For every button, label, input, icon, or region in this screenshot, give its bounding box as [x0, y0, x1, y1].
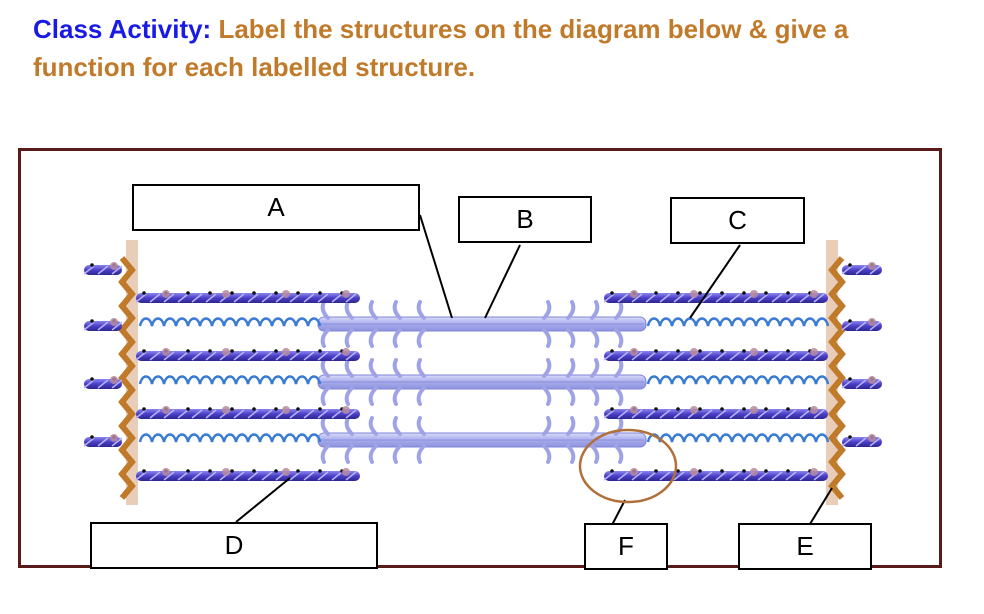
diagram-frame	[18, 148, 942, 568]
titin-spring	[646, 317, 830, 327]
leader-lines	[235, 214, 833, 526]
titin-spring	[138, 317, 322, 327]
label-b-text: B	[516, 204, 534, 234]
titin-springs	[138, 317, 830, 443]
label-a-text: A	[267, 192, 285, 222]
actin-strand	[83, 376, 123, 389]
label-box-d[interactable]: D	[90, 522, 378, 569]
actin-strand	[841, 318, 882, 331]
thick-filaments	[317, 300, 647, 464]
label-c-text: C	[728, 205, 747, 235]
actin-strand	[135, 290, 360, 303]
label-d-text: D	[224, 530, 244, 560]
thick-filament	[317, 416, 647, 464]
actin-strand	[135, 406, 360, 419]
label-f-text: F	[618, 531, 634, 561]
actin-strand	[603, 348, 828, 361]
actin-strand	[603, 406, 828, 419]
thin-filaments	[135, 290, 828, 481]
actin-strand	[83, 318, 123, 331]
actin-strand	[603, 290, 828, 303]
heading-lead: Class Activity:	[33, 14, 212, 44]
z-disc-left	[118, 256, 136, 500]
thick-filament	[317, 358, 647, 406]
label-box-f[interactable]: F	[584, 523, 668, 570]
titin-spring	[138, 375, 322, 385]
actin-strand	[83, 262, 123, 275]
label-box-a[interactable]: A	[132, 184, 420, 231]
outer-actin-stubs	[83, 262, 882, 447]
actin-strand	[841, 262, 882, 275]
actin-strand	[135, 468, 360, 481]
actin-strand	[135, 348, 360, 361]
actin-strand	[83, 434, 123, 447]
titin-spring	[138, 433, 322, 443]
label-box-e[interactable]: E	[738, 523, 872, 570]
label-box-b[interactable]: B	[458, 196, 592, 243]
activity-heading: Class Activity: Label the structures on …	[33, 10, 953, 86]
z-disc-right	[828, 256, 846, 500]
thick-filament	[317, 300, 647, 348]
titin-spring	[646, 433, 830, 443]
label-e-text: E	[796, 531, 814, 561]
label-box-c[interactable]: C	[670, 197, 805, 244]
titin-spring	[646, 375, 830, 385]
actin-strand	[841, 376, 882, 389]
highlight-circle	[578, 428, 678, 504]
actin-strand	[841, 434, 882, 447]
actin-strand	[603, 468, 828, 481]
heading-instructions: Label the structures on the diagram belo…	[33, 14, 849, 82]
